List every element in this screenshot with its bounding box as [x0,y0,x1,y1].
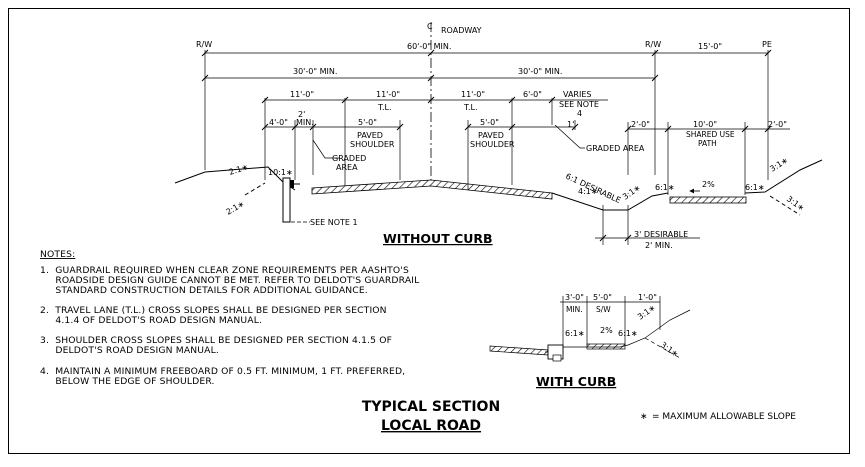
dim-60: 60'-0" MIN. [407,42,451,51]
note-3-line-2: DELDOT'S ROAD DESIGN MANUAL. [40,345,219,356]
drawing-border [8,8,850,454]
slope-2to1-bottom: 2:1∗ [225,199,246,217]
shoulder-left: SHOULDER [350,140,395,149]
shared-use-label: SHARED USE [686,130,735,139]
see-note-4: SEE NOTE [559,100,599,109]
curb-dim-1: 1'-0" [638,293,657,302]
slope-6to1-path-left: 6:1∗ [655,183,675,192]
note-2-line-2: 4.1.4 OF DELDOT'S ROAD DESIGN MANUAL. [40,315,262,326]
dim-6: 6'-0" [523,90,542,99]
legend-symbol: ∗ [640,412,648,422]
curb-sw: S/W [596,305,611,314]
curb-slope-6to1-a: 6:1∗ [565,329,585,338]
centerline-label: ROADWAY [441,26,482,35]
dim-5-right: 5'-0" [480,118,499,127]
with-curb-detail: 3'-0" 5'-0" 1'-0" MIN. S/W 6:1∗ 2% 6:1∗ … [489,293,691,389]
varies: VARIES [563,90,591,99]
slope-labels: 2:1∗ 2:1∗ 10:1∗ 6:1 DESIRABLE 4:1∗ 3:1∗ … [225,156,807,217]
slope-2to1-top: 2:1∗ [228,162,249,177]
slope-6to1-path-right: 6:1∗ [745,183,765,192]
paved-left: PAVED [357,131,383,140]
leader-lines [312,124,585,186]
pavement-hatched [311,179,553,200]
slope-2pct-path: 2% [702,180,715,189]
notes-block: NOTES: 1. GUARDRAIL REQUIRED WHEN CLEAR … [40,249,420,387]
title-local-road: LOCAL ROAD [381,418,481,434]
dim-11-b: 11'-0" [376,90,400,99]
shoulder-right: SHOULDER [470,140,515,149]
dim-15: 15'-0" [698,42,722,51]
dim-30-left: 30'-0" MIN. [293,67,337,76]
note-4-line-1: 4. MAINTAIN A MINIMUM FREEBOARD OF 0.5 F… [40,366,405,377]
centerline: C ROADWAY [427,22,482,180]
dim-2-path-left: 2'-0" [631,120,650,129]
curb-slope-2pct: 2% [600,326,613,335]
see-note-1: SEE NOTE 1 [310,218,358,227]
dim-1: 1' [567,120,574,129]
dimension-ticks [201,49,772,242]
slope-3to1-down: 3:1∗ [785,194,806,213]
guardrail [282,177,310,223]
tl-left: T.L. [377,103,391,112]
title-typical-section: TYPICAL SECTION [362,399,500,415]
curb-min: MIN. [566,305,583,314]
note-1-line-1: 1. GUARDRAIL REQUIRED WHEN CLEAR ZONE RE… [40,265,409,276]
dim-2-min-label: MIN. [296,118,314,127]
see-note-4-number: 4 [577,109,582,118]
rw-left: R/W [196,40,212,49]
note-1-line-3: STANDARD CONSTRUCTION DETAILS FOR ADDITI… [40,285,368,296]
pe-label: PE [762,40,772,49]
curb-slope-6to1-b: 6:1∗ [618,329,638,338]
dim-2-min: 2' [298,110,305,119]
dimension-labels: R/W R/W PE 60'-0" MIN. 15'-0" 30'-0" MIN… [196,40,787,172]
legend-text: = MAXIMUM ALLOWABLE SLOPE [652,412,796,422]
curb-dim-5: 5'-0" [593,293,612,302]
dim-30-right: 30'-0" MIN. [518,67,562,76]
note-1-line-2: ROADSIDE DESIGN GUIDE CANNOT BE MET. REF… [40,275,420,286]
slope-4to1: 4:1∗ [578,187,598,196]
note-2-line-1: 2. TRAVEL LANE (T.L.) CROSS SLOPES SHALL… [40,305,387,316]
shared-use-path-slab [669,196,747,204]
ditch-2-min: 2' MIN. [645,241,673,250]
graded-area-left-2: AREA [336,163,358,172]
slope-3to1-up: 3:1∗ [768,156,789,174]
note-4-line-2: BELOW THE EDGE OF SHOULDER. [40,376,215,387]
with-curb-title: WITH CURB [536,374,616,389]
slope-3to1-ditch: 3:1∗ [621,183,642,202]
path-label: PATH [698,139,717,148]
paved-right: PAVED [478,131,504,140]
legend: ∗ = MAXIMUM ALLOWABLE SLOPE [640,412,796,422]
drawing-titles: TYPICAL SECTION LOCAL ROAD [362,399,500,434]
dim-11-c: 11'-0" [461,90,485,99]
ditch-3-desirable: 3' DESIRABLE [634,230,688,239]
graded-area-left: GRADED [332,154,366,163]
dim-11-a: 11'-0" [290,90,314,99]
without-curb-title: WITHOUT CURB [383,231,493,246]
dimension-lines [204,50,790,245]
curb-dim-3: 3'-0" [565,293,584,302]
note-3-line-1: 3. SHOULDER CROSS SLOPES SHALL BE DESIGN… [40,335,392,346]
graded-area-right: GRADED AREA [586,144,645,153]
curb-slope-3to1-a: 3:1∗ [636,303,657,322]
tl-right: T.L. [463,103,477,112]
rw-right: R/W [645,40,661,49]
dim-5-left: 5'-0" [358,118,377,127]
slope-10to1: 10:1∗ [268,168,293,177]
dim-4: 4'-0" [269,118,288,127]
dim-2-path-right: 2'-0" [768,120,787,129]
cl-symbol: C [427,22,433,31]
notes-heading: NOTES: [40,249,75,260]
dim-10-path: 10'-0" [693,120,717,129]
